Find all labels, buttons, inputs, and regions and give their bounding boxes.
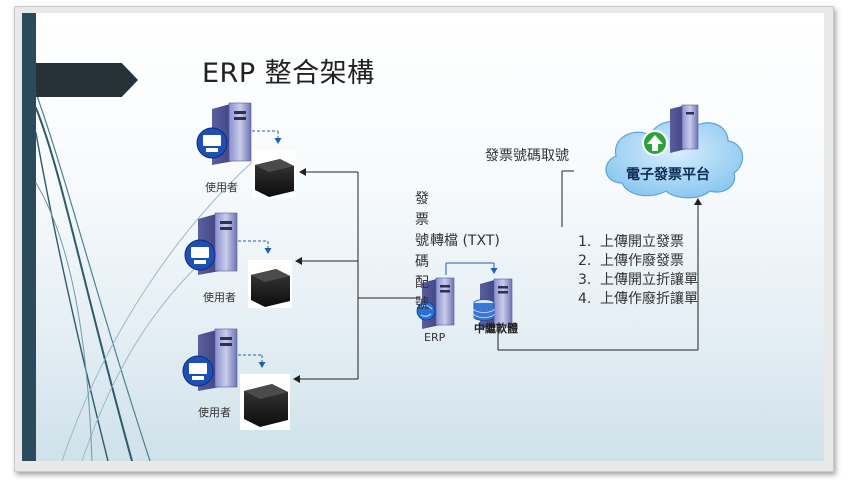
upload-step: 4. 上傳作廢折讓單 <box>578 290 698 309</box>
upload-step-number: 3. <box>578 272 592 288</box>
slide: ERP 整合架構 使用者 使用者 使用者 ERP 中繼軟體 發票號碼配號 轉檔 … <box>22 13 824 461</box>
invoice-platform-cloud <box>605 104 744 199</box>
erp-label: ERP <box>424 331 446 344</box>
user-label-2: 使用者 <box>203 291 236 304</box>
slide-left-bar <box>22 13 36 461</box>
user-server-icon <box>198 328 238 391</box>
architecture-diagram <box>35 92 744 461</box>
dispatch-label: 發票號碼配號 <box>415 191 429 312</box>
middleware-node <box>473 278 513 329</box>
user-node-3 <box>182 328 290 430</box>
upload-step-text: 上傳作廢發票 <box>600 253 684 269</box>
fetch-connector <box>561 170 574 227</box>
user-node-2 <box>184 212 292 308</box>
convert-label: 轉檔 (TXT) <box>430 233 500 249</box>
upload-step-number: 4. <box>578 291 592 307</box>
upload-step: 2. 上傳作廢發票 <box>578 252 698 271</box>
upload-connector <box>497 198 702 351</box>
upload-step-text: 上傳開立折讓單 <box>600 272 698 288</box>
upload-step: 3. 上傳開立折讓單 <box>578 271 698 290</box>
upload-step: 1. 上傳開立發票 <box>578 233 698 252</box>
user-terminal-icon <box>182 355 214 387</box>
database-icon <box>473 299 495 321</box>
user-terminal-icon <box>184 239 216 271</box>
upload-step-text: 上傳作廢折讓單 <box>600 291 698 307</box>
user-label-3: 使用者 <box>198 406 231 419</box>
receipt-printer-icon <box>240 374 290 430</box>
globe-icon <box>416 301 436 321</box>
receipt-printer-icon <box>248 260 292 308</box>
decorative-curves <box>35 92 263 461</box>
upload-arrow-icon <box>642 130 668 156</box>
middleware-label: 中繼軟體 <box>474 322 518 335</box>
upload-step-text: 上傳開立發票 <box>600 234 684 250</box>
user-label-1: 使用者 <box>205 181 238 194</box>
dispatch-connectors <box>293 168 420 383</box>
platform-label: 電子發票平台 <box>626 167 710 183</box>
upload-steps-list: 1. 上傳開立發票 2. 上傳作廢發票 3. 上傳開立折讓單 4. 上傳作廢折讓單 <box>578 233 698 309</box>
fetch-label: 發票號碼取號 <box>485 148 569 164</box>
receipt-printer-icon <box>252 150 296 198</box>
upload-step-number: 2. <box>578 253 592 269</box>
convert-connector <box>445 262 498 275</box>
user-terminal-icon <box>196 127 228 159</box>
title-arrow-tab <box>36 63 138 97</box>
slide-title: ERP 整合架構 <box>202 58 375 89</box>
platform-server-icon <box>670 104 699 153</box>
erp-node <box>416 277 455 329</box>
user-node-1 <box>196 102 296 198</box>
upload-step-number: 1. <box>578 234 592 250</box>
